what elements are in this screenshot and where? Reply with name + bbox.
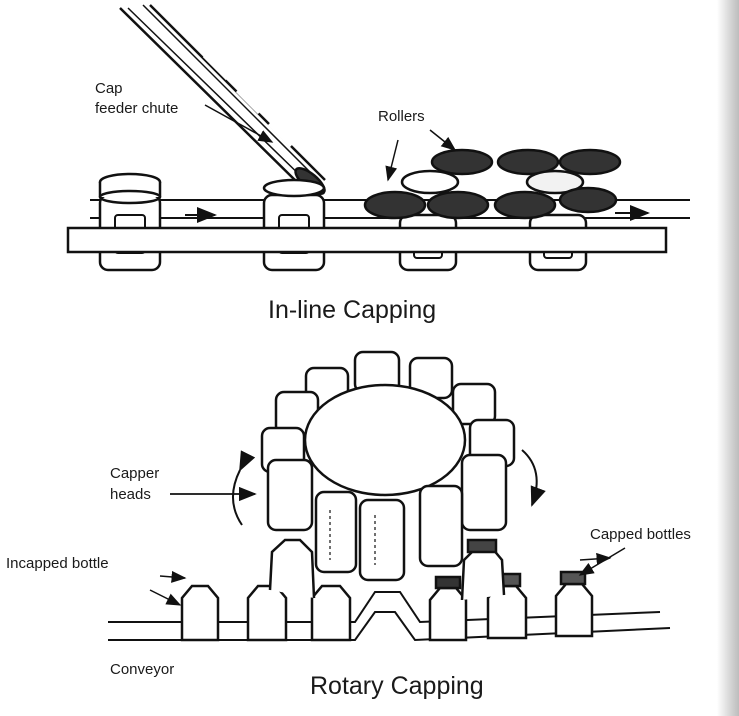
capped-bottles <box>428 538 594 642</box>
capper-label-line2: heads <box>110 486 151 503</box>
jar <box>262 178 326 272</box>
turret-disc <box>303 383 467 497</box>
rollers-label: Rollers <box>378 108 425 125</box>
scan-edge-shadow <box>717 0 739 716</box>
uncapped-bottles <box>180 538 352 642</box>
conveyor-label: Conveyor <box>110 661 175 678</box>
rollers <box>363 148 622 220</box>
cap-label-line2: feeder chute <box>95 100 179 117</box>
inline-capping-section <box>66 4 690 272</box>
rotary-capping-title: Rotary Capping <box>310 672 484 700</box>
cap-label-line1: Cap <box>95 80 123 97</box>
capper-label-line1: Capper <box>110 465 160 482</box>
capper-heads-front <box>266 453 508 582</box>
jar <box>98 172 162 272</box>
inline-capping-title: In-line Capping <box>268 296 437 324</box>
rotation-arrow-icon <box>232 450 256 526</box>
capped-bottles-label: Capped bottles <box>590 526 691 543</box>
rotary-capping-section <box>108 350 671 642</box>
inline-conveyor <box>66 226 668 254</box>
cap-feeder-chute <box>119 4 326 196</box>
uncapped-bottle-label: Incapped bottle <box>6 555 109 572</box>
rotation-arrow-icon <box>521 449 546 507</box>
